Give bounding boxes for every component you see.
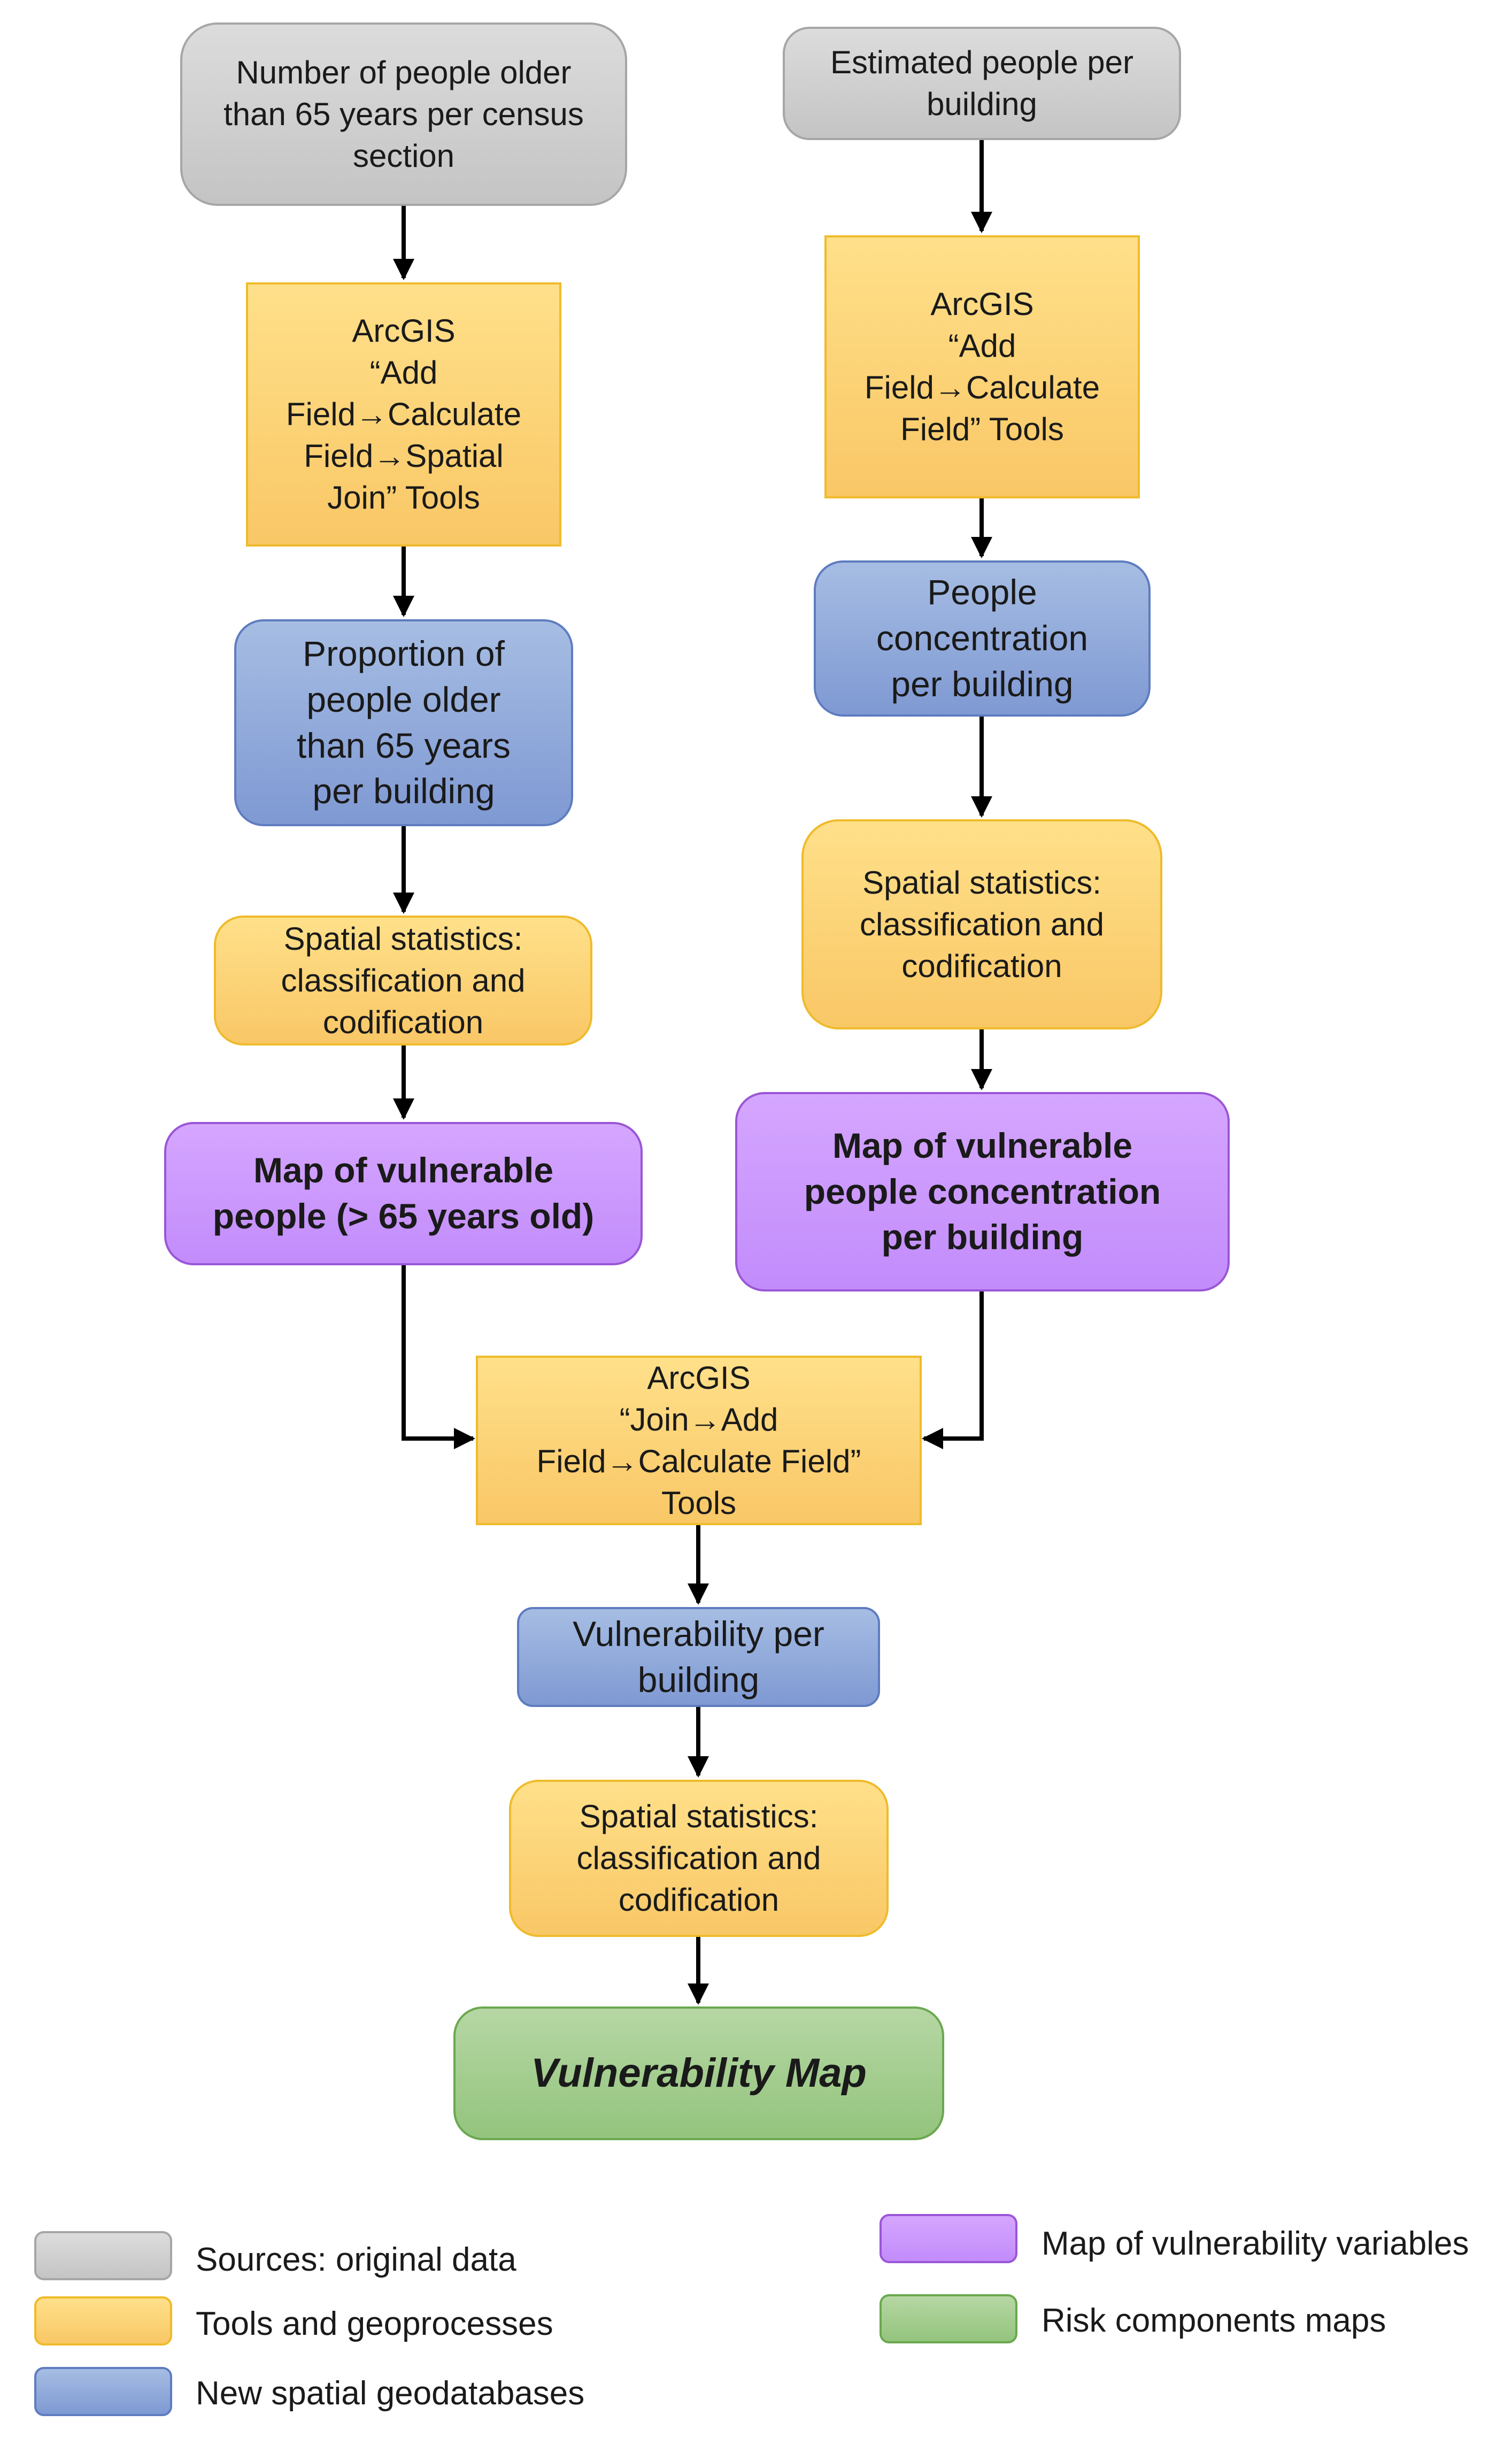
node-text-line: per building [881,1217,1084,1257]
legend-swatch-sources [34,2231,172,2280]
node-text-line: Field→Calculate Field” [536,1443,861,1479]
node-text-line: ArcGIS [647,1359,751,1396]
node-text-line: per building [312,771,495,811]
node-text-line: per building [891,664,1074,704]
node-text: Map of vulnerable people (> 65 years old) [213,1148,594,1240]
node-text-line: “Add [369,355,438,390]
node-text-line: Number of people older [236,54,572,90]
node-text-line: Spatial statistics: [579,1798,819,1834]
node-text: Spatial statistics: classification and cod… [281,918,526,1043]
arrow-n10-n11 [922,1291,984,1449]
node-text: Estimated people per building [830,42,1133,125]
node-people-over-65-census: Number of people older than 65 years per … [180,22,627,206]
legend-swatch-tools [34,2296,172,2346]
node-text-line: People [927,572,1037,612]
node-text-line: ArcGIS [930,286,1034,322]
node-text-line: Vulnerability Map [531,2050,867,2096]
node-text-line: classification and [576,1840,821,1876]
node-people-concentration-per-building: People concentration per building [814,560,1151,717]
node-text: Map of vulnerable people concentration per… [804,1123,1161,1260]
node-text-line: building [927,86,1037,122]
node-text-line: than 65 years per census [223,96,584,132]
node-text-line: Map of vulnerable [253,1150,554,1190]
node-text-line: Spatial statistics: [862,864,1101,901]
node-text-line: than 65 years [297,725,511,765]
node-text-line: Join” Tools [327,480,480,516]
legend-label-risk: Risk components maps [1042,2302,1386,2339]
node-text-line: “Add [948,328,1016,364]
node-text: Vulnerability Map [531,2047,867,2100]
legend-label-databases: New spatial geodatabases [196,2375,585,2412]
node-text-line: building [637,1659,760,1700]
node-text-line: people older [306,679,501,719]
node-text-line: codification [618,1882,780,1918]
node-text-line: ArcGIS [352,313,456,349]
node-text: Spatial statistics: classification and cod… [577,1796,821,1921]
node-text-line: Field→Calculate [864,370,1100,405]
node-text: People concentration per building [876,570,1088,707]
node-text-line: “Join→Add [619,1401,778,1437]
node-text: Spatial statistics: classification and cod… [860,862,1104,987]
node-text-line: Tools [661,1485,737,1521]
legend-label-sources: Sources: original data [196,2241,516,2278]
legend-swatch-databases [34,2367,172,2416]
node-text-line: Vulnerability per [573,1613,824,1654]
node-proportion-over-65-per-building: Proportion of people older than 65 years pe… [234,619,573,826]
node-estimated-people-per-building: Estimated people per building [783,27,1181,140]
node-text-line: section [352,137,455,174]
node-spatial-statistics-left: Spatial statistics: classification and cod… [214,916,592,1045]
legend-label-tools: Tools and geoprocesses [196,2305,553,2342]
node-text-line: Field→Spatial [304,438,504,474]
node-map-vulnerable-concentration: Map of vulnerable people concentration per… [735,1092,1230,1291]
node-text-line: codification [901,948,1062,984]
node-text-line: Map of vulnerable [832,1125,1133,1165]
node-text-line: classification and [860,906,1104,942]
node-text-line: Spatial statistics: [283,920,523,957]
node-vulnerability-map: Vulnerability Map [453,2006,944,2140]
node-spatial-statistics-right: Spatial statistics: classification and cod… [801,819,1162,1029]
arrow-n9-n11 [402,1265,475,1449]
node-text-line: Proportion of [303,633,505,673]
node-text-line: concentration [876,618,1089,658]
node-vulnerability-per-building: Vulnerability per building [517,1607,880,1707]
node-text-line: Estimated people per [830,44,1133,80]
node-text: Number of people older than 65 years per … [223,52,584,177]
node-text-line: Field→Calculate [286,396,522,432]
node-text-line: people (> 65 years old) [212,1196,595,1236]
legend-label-variables: Map of vulnerability variables [1042,2225,1469,2262]
legend-swatch-risk [880,2294,1017,2343]
node-text-line: codification [322,1004,484,1040]
legend-swatch-variables [880,2214,1017,2263]
node-map-vulnerable-people: Map of vulnerable people (> 65 years old) [164,1122,643,1265]
node-text-line: classification and [281,962,526,998]
node-spatial-statistics-final: Spatial statistics: classification and cod… [509,1780,889,1937]
node-text-line: people concentration [804,1171,1161,1211]
node-text: Vulnerability per building [573,1611,824,1703]
node-text: Proportion of people older than 65 years pe… [297,631,511,814]
node-text-line: Field” Tools [900,411,1064,447]
